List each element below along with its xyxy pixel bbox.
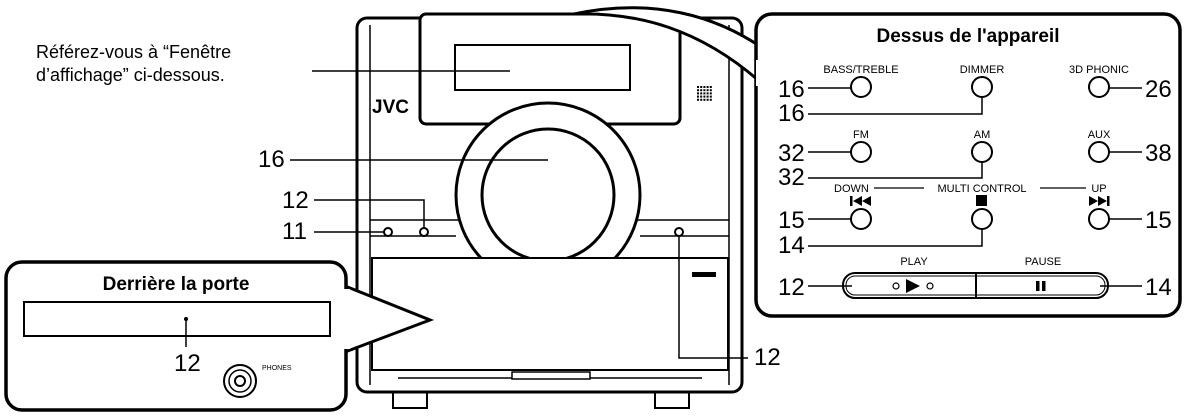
sensor-dots bbox=[697, 86, 712, 101]
intro-line-2: d’affichage” ci-dessous. bbox=[36, 65, 225, 85]
sensor-dot bbox=[709, 95, 712, 98]
sensor-dot bbox=[700, 89, 703, 92]
sensor-dot bbox=[706, 86, 709, 88]
sensor-dot bbox=[709, 92, 712, 95]
button-12[interactable] bbox=[419, 227, 429, 237]
sensor-dot bbox=[697, 86, 699, 88]
play-button[interactable] bbox=[846, 276, 976, 295]
sensor-dot bbox=[700, 95, 703, 98]
ref-play: 12 bbox=[778, 274, 805, 301]
label-up: UP bbox=[1091, 183, 1106, 195]
door-callout: Derrière la porte 12 PHONES bbox=[4, 260, 435, 412]
top-panel-box bbox=[754, 12, 1182, 318]
label-play: PLAY bbox=[900, 256, 928, 268]
pause-button[interactable] bbox=[976, 276, 1105, 295]
sensor-dot bbox=[706, 92, 709, 95]
ref-next: 15 bbox=[1145, 207, 1172, 234]
top-panel-callout: Dessus de l'appareil BASS/TREBLE DIMMER … bbox=[573, 6, 1182, 318]
phones-label: PHONES bbox=[262, 365, 292, 372]
ref-stop: 14 bbox=[778, 232, 805, 259]
intro-line-1: Référez-vous à “Fenêtre bbox=[36, 42, 231, 62]
ref-3d-phonic: 26 bbox=[1145, 76, 1172, 103]
button-11[interactable] bbox=[383, 227, 393, 237]
sensor-dot bbox=[706, 95, 709, 98]
stop-icon bbox=[976, 195, 987, 206]
sensor-dot bbox=[706, 89, 709, 92]
door-sensor bbox=[674, 227, 684, 237]
sensor-dot bbox=[703, 92, 706, 95]
door-panel-title: Derrière la porte bbox=[103, 274, 250, 295]
sensor-dot bbox=[700, 98, 703, 101]
sensor-dot bbox=[697, 89, 699, 92]
sensor-dot bbox=[697, 98, 699, 101]
next-icon bbox=[1089, 196, 1110, 206]
sensor-dot bbox=[703, 98, 706, 101]
label-down: DOWN bbox=[834, 183, 869, 195]
ref-previous: 15 bbox=[778, 207, 805, 234]
ref-door-sensor: 12 bbox=[754, 344, 781, 371]
sensor-dot bbox=[700, 86, 703, 88]
disc-slot[interactable] bbox=[23, 301, 331, 337]
sensor-dot bbox=[697, 95, 699, 98]
label-bass-treble: BASS/TREBLE bbox=[823, 64, 898, 76]
ref-aux: 38 bbox=[1145, 140, 1172, 167]
sensor-dot bbox=[703, 95, 706, 98]
ref-volume-knob: 16 bbox=[258, 146, 285, 173]
previous-icon bbox=[850, 196, 871, 206]
sensor-dot bbox=[709, 98, 712, 101]
ref-disc-slot: 12 bbox=[174, 350, 201, 377]
3d-phonic-button[interactable] bbox=[1088, 76, 1110, 98]
display-window bbox=[454, 44, 631, 91]
door-indicator bbox=[692, 272, 716, 277]
label-am: AM bbox=[974, 129, 991, 141]
play-right-dot-icon bbox=[926, 282, 934, 290]
sensor-dot bbox=[709, 86, 712, 88]
sensor-dot bbox=[697, 92, 699, 95]
sensor-dot bbox=[703, 86, 706, 88]
ref-pause: 14 bbox=[1145, 274, 1172, 301]
label-3d-phonic: 3D PHONIC bbox=[1069, 64, 1129, 76]
play-icon bbox=[906, 279, 920, 293]
sensor-dot bbox=[706, 98, 709, 101]
volume-knob-inner[interactable] bbox=[480, 127, 616, 263]
label-aux: AUX bbox=[1088, 129, 1111, 141]
sensor-dot bbox=[700, 92, 703, 95]
label-multi-control: MULTI CONTROL bbox=[937, 183, 1026, 195]
bass-treble-button[interactable] bbox=[850, 76, 872, 98]
ref-button-11: 11 bbox=[282, 218, 307, 245]
ref-bass-treble: 16 bbox=[778, 76, 805, 103]
top-panel-title: Dessus de l'appareil bbox=[877, 26, 1060, 47]
label-pause: PAUSE bbox=[1025, 256, 1061, 268]
sensor-dot bbox=[703, 89, 706, 92]
ref-button-12: 12 bbox=[282, 187, 309, 214]
ref-fm: 32 bbox=[778, 140, 805, 167]
ref-dimmer: 16 bbox=[778, 100, 805, 127]
label-fm: FM bbox=[853, 129, 869, 141]
main-unit: JVC bbox=[355, 12, 744, 409]
phones-jack[interactable] bbox=[223, 364, 257, 398]
brand-logo: JVC bbox=[372, 97, 409, 118]
label-dimmer: DIMMER bbox=[960, 64, 1005, 76]
sensor-dot bbox=[709, 89, 712, 92]
pause-icon bbox=[1036, 281, 1046, 291]
play-left-dot-icon bbox=[892, 282, 900, 290]
ref-am: 32 bbox=[778, 164, 805, 191]
front-door[interactable] bbox=[371, 257, 729, 371]
